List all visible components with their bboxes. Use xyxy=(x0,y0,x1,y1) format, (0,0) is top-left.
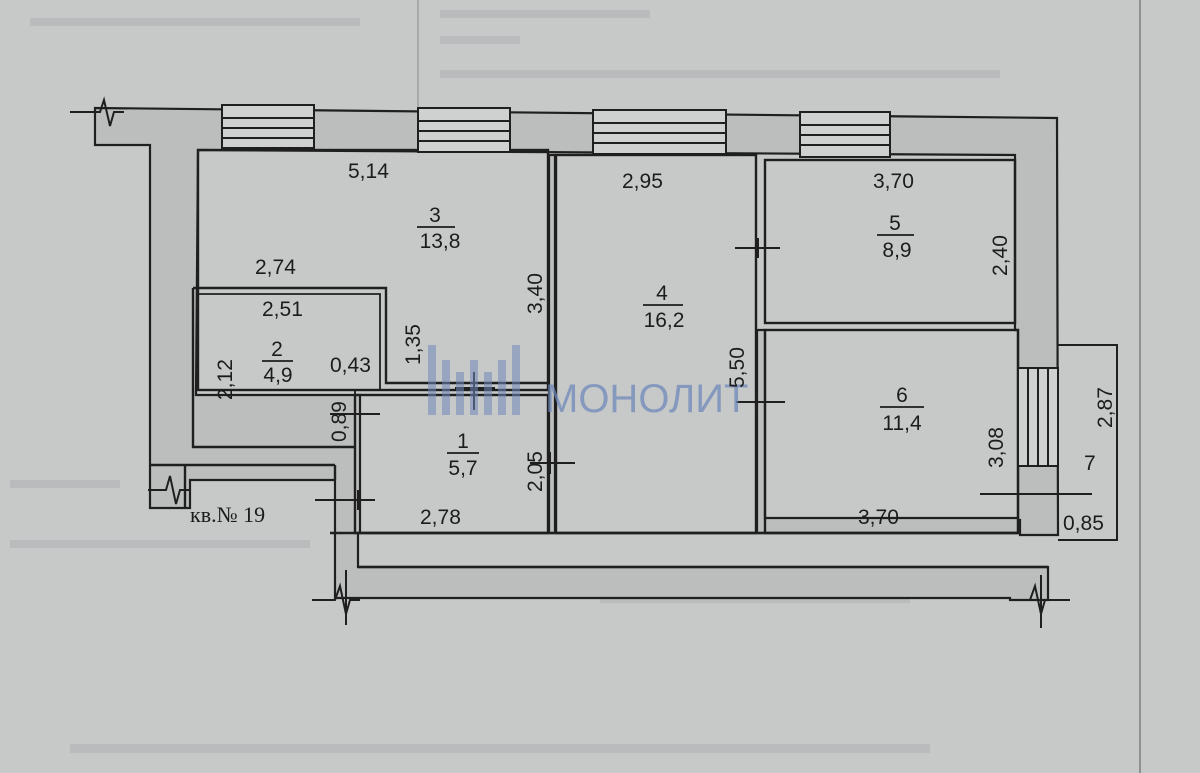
room-label-2: 2 4,9 xyxy=(262,338,293,387)
dim-room4-width: 2,95 xyxy=(622,170,663,193)
room-number: 1 xyxy=(457,430,469,453)
room-label-4: 4 16,2 xyxy=(643,282,684,332)
dim-room3-depth: 3,40 xyxy=(524,273,547,314)
window-balcony xyxy=(1017,367,1059,467)
dim-room2-wall: 0,43 xyxy=(330,354,371,377)
dim-balcony-width: 0,85 xyxy=(1063,512,1104,535)
dim-room3-corridor: 2,74 xyxy=(255,256,296,279)
room-number: 6 xyxy=(896,384,908,407)
dim-room3-top: 5,14 xyxy=(348,160,389,183)
room-number: 2 xyxy=(271,338,283,361)
window-room3 xyxy=(221,104,315,149)
watermark-logo-icon xyxy=(428,345,520,415)
dim-room6-width: 3,70 xyxy=(858,506,899,529)
room-area: 5,7 xyxy=(448,457,477,480)
left-stub-walls xyxy=(150,463,337,508)
apartment-label: кв.№ 19 xyxy=(190,502,265,527)
dim-room6-depth: 3,08 xyxy=(985,427,1008,468)
room-area: 8,9 xyxy=(882,239,911,262)
break-mark-bottom-left xyxy=(312,570,360,625)
break-marks xyxy=(70,96,1070,628)
room-2-outline xyxy=(191,286,548,449)
room-number: 4 xyxy=(656,282,668,305)
windows xyxy=(221,104,1059,467)
dim-room5-depth: 2,40 xyxy=(989,235,1012,276)
room-label-7: 7 xyxy=(1084,452,1096,475)
room-number: 3 xyxy=(429,204,441,227)
balcony xyxy=(980,344,1118,541)
room-area: 4,9 xyxy=(263,364,292,387)
window-room4-right xyxy=(592,109,727,155)
break-mark-left xyxy=(148,475,190,505)
dim-room1-width: 2,78 xyxy=(420,506,461,529)
dim-room3-step: 1,35 xyxy=(402,324,425,365)
room-number: 5 xyxy=(889,212,901,235)
watermark-text: МОНОЛИТ xyxy=(545,377,748,421)
dim-balcony-depth: 2,87 xyxy=(1094,387,1117,428)
room-area: 16,2 xyxy=(644,309,685,332)
dim-room4-depth: 5,50 xyxy=(726,347,749,388)
room-area: 13,8 xyxy=(420,230,461,253)
room-area: 11,4 xyxy=(882,412,922,435)
break-mark-top-left xyxy=(70,96,124,127)
room-label-3: 3 13,8 xyxy=(417,204,460,253)
watermark: МОНОЛИТ xyxy=(428,345,748,421)
room-label-1: 1 5,7 xyxy=(447,430,479,480)
dim-room1-door-gap: 0,89 xyxy=(328,401,351,442)
bottom-corridor xyxy=(330,531,1048,569)
room-label-5: 5 8,9 xyxy=(877,212,914,262)
dim-room2-depth: 2,12 xyxy=(214,359,237,400)
dim-room5-width: 3,70 xyxy=(873,170,914,193)
window-room4-left xyxy=(417,107,511,153)
room-5-outline xyxy=(763,158,1017,325)
window-room5 xyxy=(799,111,891,158)
dim-room2-width: 2,51 xyxy=(262,298,303,321)
dim-room1-depth: 2,05 xyxy=(524,451,547,492)
room-label-6: 6 11,4 xyxy=(880,384,924,435)
break-mark-bottom-right xyxy=(1010,575,1070,628)
